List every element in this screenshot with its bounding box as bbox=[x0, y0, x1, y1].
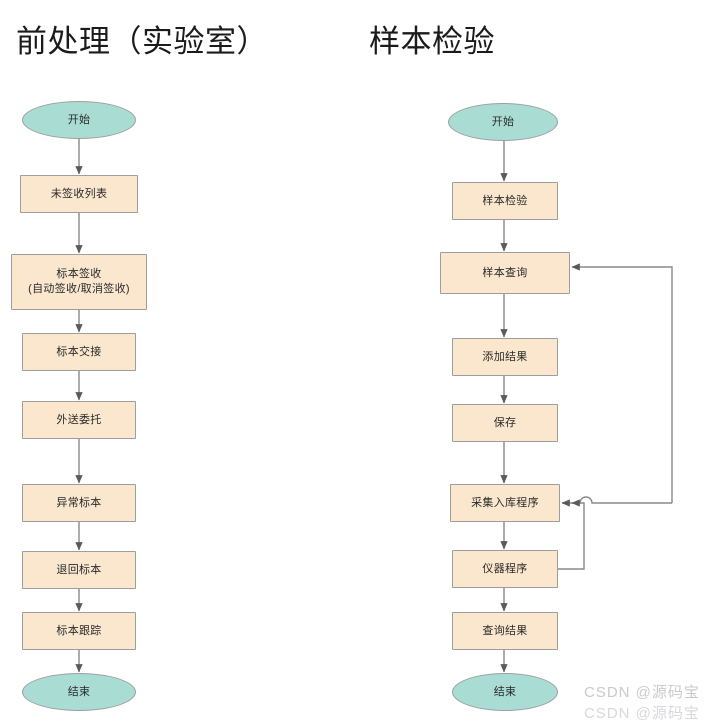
node-label: 保存 bbox=[493, 416, 517, 429]
node-label: 样本查询 bbox=[482, 266, 528, 279]
node-r-n3[interactable]: 添加结果 bbox=[452, 338, 558, 376]
csdn-watermark-line-2: CSDN @源码宝 bbox=[584, 705, 700, 722]
flow-title-right: 样本检验 bbox=[369, 24, 495, 59]
node-r-n4[interactable]: 保存 bbox=[452, 404, 558, 442]
node-l-n3[interactable]: 标本交接 bbox=[22, 333, 136, 371]
node-label: 仪器程序 bbox=[482, 562, 528, 575]
node-label: 标本跟踪 bbox=[56, 624, 102, 637]
edge-r-n5-r-n2-feedback bbox=[571, 496, 672, 507]
node-r-n2[interactable]: 样本查询 bbox=[440, 252, 570, 294]
node-label: 标本签收 (自动签收/取消签收) bbox=[28, 268, 130, 295]
node-label: 退回标本 bbox=[56, 563, 102, 576]
node-l-n2[interactable]: 标本签收 (自动签收/取消签收) bbox=[11, 254, 147, 310]
node-l-start[interactable]: 开始 bbox=[22, 101, 136, 139]
csdn-watermark-line-1: CSDN @源码宝 bbox=[584, 684, 700, 701]
node-r-n7[interactable]: 查询结果 bbox=[452, 612, 558, 650]
node-l-n7[interactable]: 标本跟踪 bbox=[22, 612, 136, 650]
node-l-n5[interactable]: 异常标本 bbox=[22, 484, 136, 522]
node-l-n1[interactable]: 未签收列表 bbox=[20, 175, 138, 213]
node-l-end[interactable]: 结束 bbox=[22, 673, 136, 711]
node-label: 采集入库程序 bbox=[471, 496, 539, 509]
node-r-n5[interactable]: 采集入库程序 bbox=[450, 484, 560, 522]
edge-long-loop-body bbox=[578, 266, 673, 503]
node-label: 查询结果 bbox=[482, 624, 528, 637]
node-label: 未签收列表 bbox=[50, 187, 108, 200]
node-r-n6[interactable]: 仪器程序 bbox=[452, 550, 558, 588]
edge-r-n6-r-n5-feedback bbox=[558, 499, 585, 570]
node-l-n6[interactable]: 退回标本 bbox=[22, 551, 136, 589]
node-label: 结束 bbox=[67, 685, 91, 698]
node-r-end[interactable]: 结束 bbox=[452, 673, 558, 711]
node-label: 样本检验 bbox=[482, 194, 528, 207]
node-label: 结束 bbox=[493, 685, 517, 698]
node-label: 外送委托 bbox=[56, 413, 102, 426]
node-label: 异常标本 bbox=[56, 496, 102, 509]
node-label: 标本交接 bbox=[56, 345, 102, 358]
flow-title-left: 前处理（实验室） bbox=[16, 24, 268, 59]
node-l-n4[interactable]: 外送委托 bbox=[22, 401, 136, 439]
node-label: 开始 bbox=[491, 115, 515, 128]
node-r-n1[interactable]: 样本检验 bbox=[452, 182, 558, 220]
node-label: 开始 bbox=[67, 113, 91, 126]
node-label: 添加结果 bbox=[482, 350, 528, 363]
node-r-start[interactable]: 开始 bbox=[448, 103, 558, 141]
